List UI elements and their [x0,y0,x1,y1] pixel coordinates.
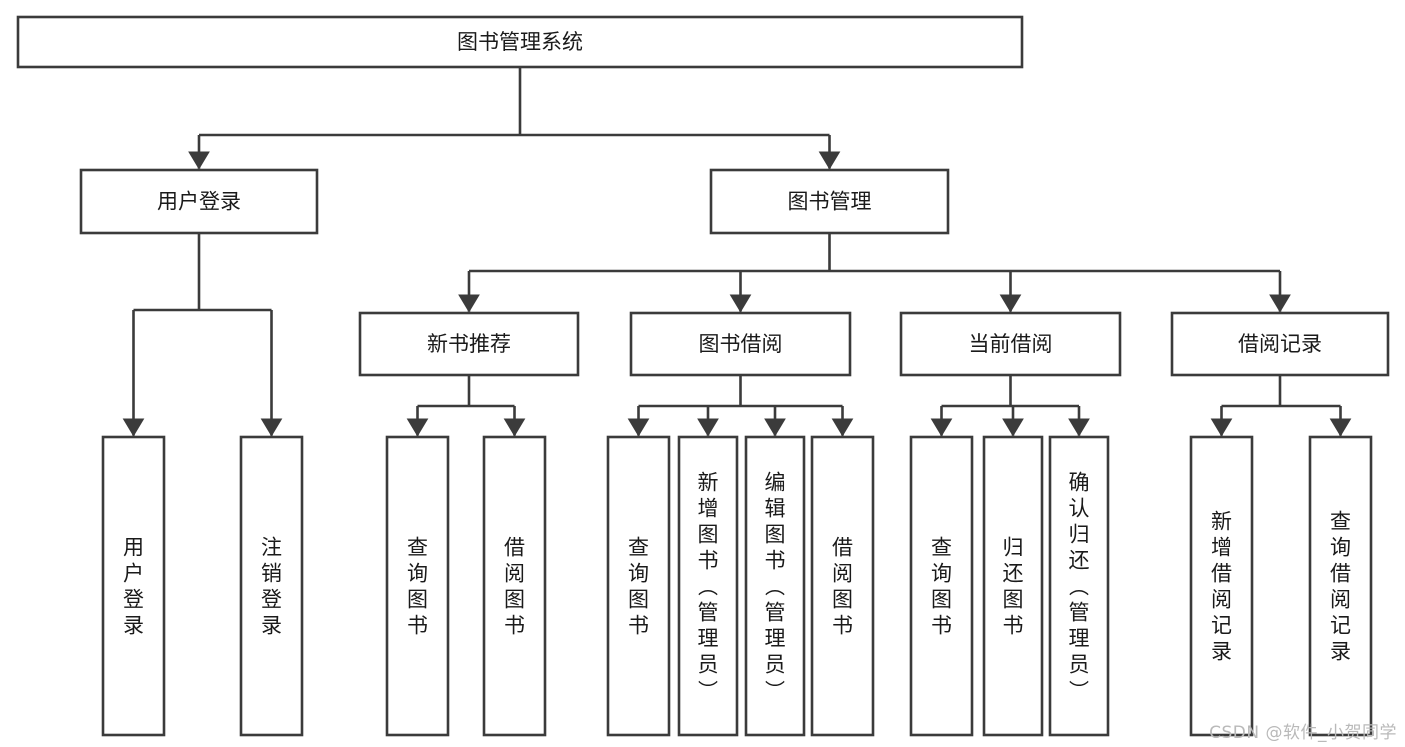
node-box [677,435,739,737]
connector-group [458,233,1291,313]
node-box [239,435,304,737]
connector-group [930,375,1090,437]
node-leaf-query-book-3[interactable]: 查询图书 [909,435,974,737]
node-boxes: 图书管理系统用户登录图书管理新书推荐图书借阅当前借阅借阅记录用户登录注销登录查询… [16,15,1390,737]
connector-edges [122,67,1352,437]
node-box [709,168,950,235]
node-box [1308,435,1373,737]
node-leaf-borrow-book-2[interactable]: 借阅图书 [810,435,875,737]
node-new-book-rec[interactable]: 新书推荐 [358,311,580,377]
node-root[interactable]: 图书管理系统 [16,15,1024,69]
node-leaf-user-login[interactable]: 用户登录 [101,435,166,737]
connector-group [122,233,283,437]
node-leaf-borrow-book-1[interactable]: 借阅图书 [482,435,547,737]
node-label: 归还图书 [1003,535,1024,637]
connector-group [188,67,841,170]
connector-group [406,375,526,437]
node-label: 新书推荐 [427,332,511,356]
node-box [482,435,547,737]
node-label: 用户登录 [157,190,241,214]
node-box [1048,435,1110,737]
node-box [79,168,319,235]
node-leaf-user-logout[interactable]: 注销登录 [239,435,304,737]
node-label: 查询图书 [407,535,428,637]
node-label: 注销登录 [261,535,282,637]
node-label: 查询借阅记录 [1330,509,1351,663]
node-box [909,435,974,737]
node-borrow-record[interactable]: 借阅记录 [1170,311,1390,377]
connector-group [1210,375,1352,437]
node-book-borrow[interactable]: 图书借阅 [629,311,852,377]
node-box [358,311,580,377]
node-box [1189,435,1254,737]
node-label: 图书借阅 [699,332,783,356]
node-current-borrow[interactable]: 当前借阅 [899,311,1122,377]
node-leaf-confirm-return[interactable]: 确认归还︵管理员︶ [1048,435,1110,737]
node-label: 借阅图书 [504,535,525,637]
node-box [1170,311,1390,377]
node-user-login[interactable]: 用户登录 [79,168,319,235]
node-label: 用户登录 [123,535,144,637]
node-book-manage[interactable]: 图书管理 [709,168,950,235]
node-leaf-query-record[interactable]: 查询借阅记录 [1308,435,1373,737]
node-leaf-edit-book[interactable]: 编辑图书︵管理员︶ [744,435,806,737]
node-box [982,435,1044,737]
node-label: 查询图书 [931,535,952,637]
node-box [899,311,1122,377]
node-label: 图书管理 [788,190,872,214]
node-label: 查询图书 [628,535,649,637]
node-box [385,435,450,737]
watermark: CSDN @软件_小贺同学 [1209,723,1397,743]
node-leaf-add-book[interactable]: 新增图书︵管理员︶ [677,435,739,737]
node-label: 新增图书︵管理员︶ [698,470,719,702]
node-label: 借阅图书 [832,535,853,637]
node-leaf-query-book-1[interactable]: 查询图书 [385,435,450,737]
node-label: 当前借阅 [969,332,1053,356]
node-label: 图书管理系统 [457,30,583,54]
node-box [629,311,852,377]
node-label: 新增借阅记录 [1211,509,1232,663]
node-box [744,435,806,737]
node-label: 借阅记录 [1238,332,1322,356]
connector-group [627,375,854,437]
node-leaf-return-book[interactable]: 归还图书 [982,435,1044,737]
node-leaf-query-book-2[interactable]: 查询图书 [606,435,671,737]
node-box [101,435,166,737]
node-box [606,435,671,737]
node-label: 编辑图书︵管理员︶ [765,470,786,702]
node-label: 确认归还︵管理员︶ [1069,470,1090,702]
node-box [16,15,1024,69]
node-leaf-add-record[interactable]: 新增借阅记录 [1189,435,1254,737]
node-box [810,435,875,737]
